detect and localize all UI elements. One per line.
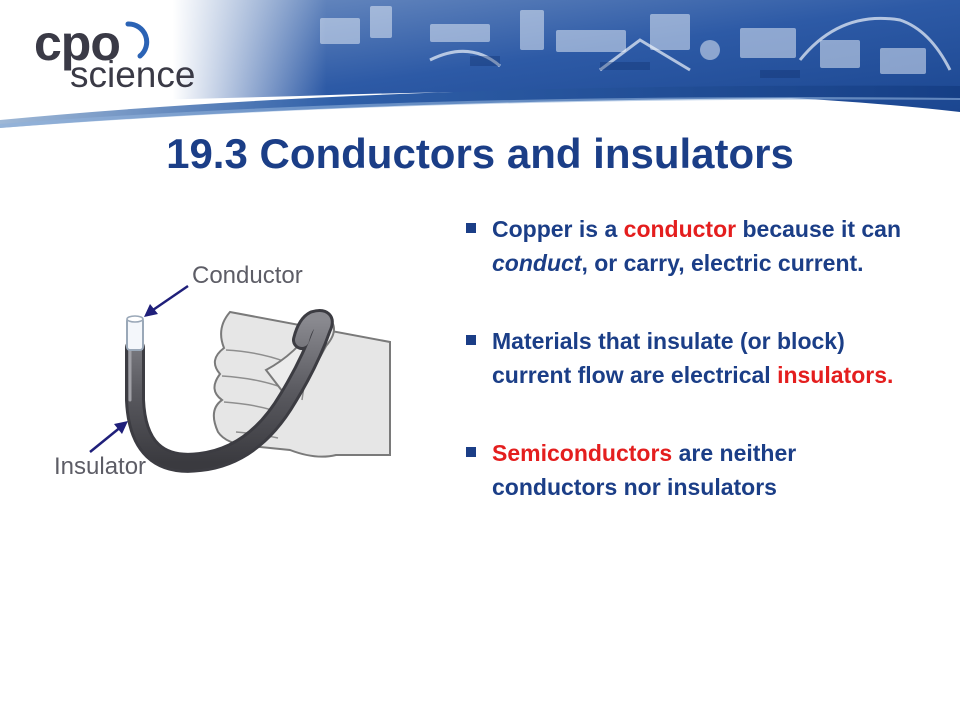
bullet-text: Copper is a conductor because it can con… bbox=[492, 216, 901, 276]
slide-title: 19.3 Conductors and insulators bbox=[166, 130, 794, 177]
conductor-illustration: Conductor Insulator bbox=[40, 250, 420, 510]
bullet-item: Copper is a conductor because it can con… bbox=[466, 212, 926, 280]
header-banner-graphic bbox=[0, 0, 960, 128]
highlight-term: conductor bbox=[623, 216, 737, 242]
cpo-science-logo: cpo science bbox=[28, 18, 218, 108]
bullet-text: Semiconductors are neither conductors no… bbox=[492, 440, 796, 500]
logo-science-text: science bbox=[70, 54, 196, 95]
highlight-term: Semiconductors bbox=[492, 440, 673, 466]
logo-cpo-text: cpo bbox=[34, 15, 121, 71]
bullet-text-segment: Copper is a bbox=[492, 216, 624, 242]
bullet-list: Copper is a conductor because it can con… bbox=[466, 212, 926, 504]
bullet-text: Materials that insulate (or block) curre… bbox=[492, 328, 893, 388]
header-banner: cpo science bbox=[0, 0, 960, 128]
arrow-icon bbox=[144, 284, 189, 317]
hand-holding-wire-icon bbox=[89, 284, 391, 473]
highlight-term: insulators. bbox=[777, 362, 894, 388]
conductor-label: Conductor bbox=[192, 262, 303, 289]
bullet-text-segment: , or carry, electric current. bbox=[581, 250, 864, 276]
bullet-item: Materials that insulate (or block) curre… bbox=[466, 324, 926, 392]
square-bullet-icon bbox=[466, 223, 476, 233]
bullet-text-segment: are neither conductors nor insulators bbox=[492, 440, 797, 500]
italic-term: conduct bbox=[492, 250, 582, 276]
insulator-label: Insulator bbox=[54, 453, 147, 480]
square-bullet-icon bbox=[466, 447, 476, 457]
arrow-icon bbox=[89, 421, 128, 453]
square-bullet-icon bbox=[466, 335, 476, 345]
logo-swoosh-icon bbox=[125, 21, 150, 59]
bullet-text-segment: Materials that insulate (or block) curre… bbox=[492, 328, 845, 388]
bullet-item: Semiconductors are neither conductors no… bbox=[466, 436, 926, 504]
bullet-text-segment: because it can bbox=[736, 216, 902, 242]
